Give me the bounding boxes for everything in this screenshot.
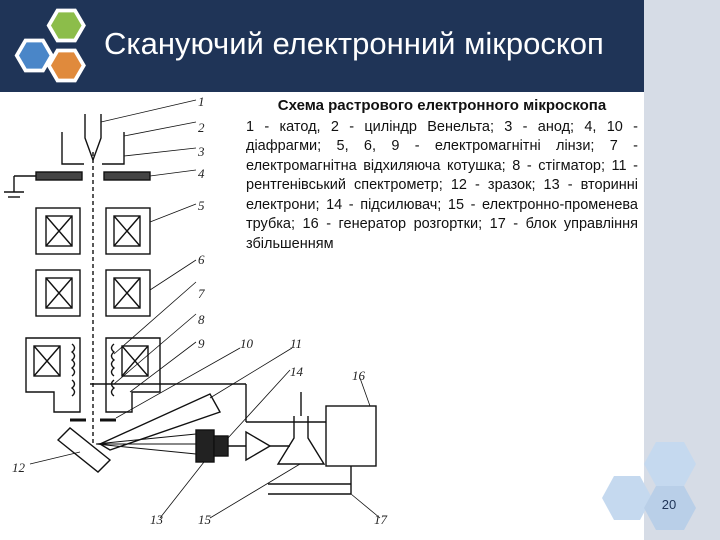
cathode	[84, 114, 102, 163]
label-4: 4	[198, 166, 205, 181]
page-number: 20	[661, 497, 677, 512]
lens-9-right	[105, 337, 161, 413]
hexagon-decoration-bottom	[602, 442, 696, 530]
label-2: 2	[198, 120, 205, 135]
lens-5-right-inner	[113, 215, 141, 247]
label-17: 17	[374, 512, 388, 527]
label-10: 10	[240, 336, 254, 351]
title-bar	[0, 0, 644, 92]
deflection-coil	[70, 343, 76, 377]
hexagon-light	[644, 442, 696, 486]
label-5: 5	[198, 198, 205, 213]
label-13: 13	[150, 512, 164, 527]
hexagon-page	[644, 486, 696, 530]
lens-6-left-cross	[45, 277, 73, 309]
label-1: 1	[198, 94, 205, 109]
leader-lines	[29, 99, 381, 519]
caption-body: 1 - катод, 2 - циліндр Венельта; 3 - ано…	[246, 118, 638, 252]
label-9: 9	[198, 336, 205, 351]
hexagon-green	[46, 8, 86, 43]
lens-5-left	[35, 207, 81, 255]
detector-block	[213, 435, 229, 457]
lens-5-right	[105, 207, 151, 255]
lens-6-right-cross	[113, 277, 141, 309]
label-11: 11	[290, 336, 302, 351]
specimen	[56, 427, 112, 473]
label-7: 7	[198, 286, 205, 301]
lens-9-left-inner	[33, 345, 61, 377]
secondary-electrons	[95, 433, 197, 455]
label-12: 12	[12, 460, 26, 475]
scan-generator	[325, 405, 377, 467]
caption-heading: Схема растрового електронного мікроскопа	[277, 97, 607, 114]
lens-5-right-cross	[113, 215, 141, 247]
lens-6-left	[35, 269, 81, 317]
anode-right	[103, 171, 151, 181]
deflection-coil	[110, 343, 116, 377]
anode-left	[35, 171, 83, 181]
amplifier	[245, 430, 272, 462]
lens-6-left-inner	[45, 277, 73, 309]
sem-schematic: 1 2 3 4 5 6 7 8 9 10 11 12 13 14 15 16 1…	[4, 94, 388, 527]
label-14: 14	[290, 364, 304, 379]
hexagon-blue	[14, 38, 54, 73]
lens-9-right-inner	[121, 345, 149, 377]
crt-tube	[276, 416, 326, 465]
lens-5-left-inner	[45, 215, 73, 247]
stigmator	[70, 379, 116, 397]
lens-9-left-cross	[33, 345, 61, 377]
hexagon-light	[602, 476, 652, 520]
slide-title: Скануючий електронний мікроскоп	[104, 26, 604, 61]
xray-spectrometer	[98, 393, 222, 451]
label-3: 3	[197, 144, 205, 159]
wehnelt-cylinder	[61, 132, 125, 165]
lens-6-right	[105, 269, 151, 317]
caption: Схема растрового електронного мікроскопа…	[246, 96, 638, 254]
lens-9-right-cross	[121, 345, 149, 377]
lens-5-left-cross	[45, 215, 73, 247]
label-16: 16	[352, 368, 366, 383]
label-6: 6	[198, 252, 205, 267]
label-15: 15	[198, 512, 212, 527]
detector	[195, 429, 215, 463]
lens-9-left	[25, 337, 81, 413]
hexagon-orange	[46, 48, 86, 83]
lens-6-right-inner	[113, 277, 141, 309]
label-8: 8	[198, 312, 205, 327]
hexagon-decoration	[14, 8, 86, 83]
